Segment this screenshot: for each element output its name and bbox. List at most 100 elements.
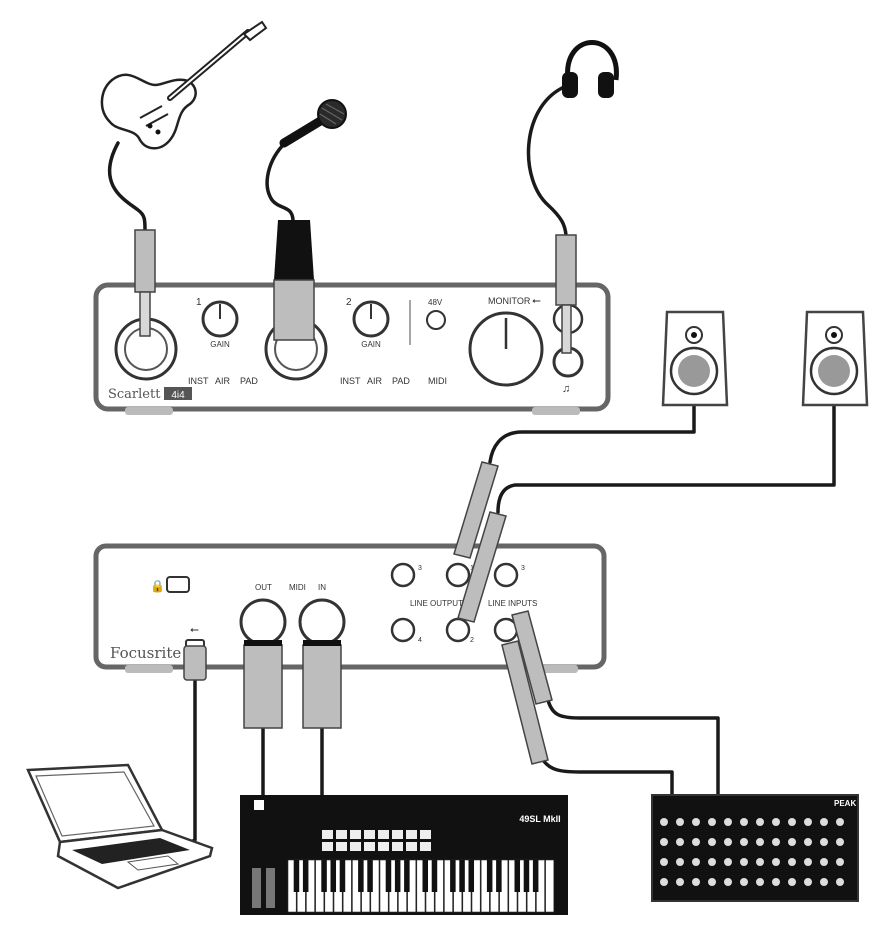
- midi-indicator-label: MIDI: [428, 376, 447, 386]
- black-key: [514, 860, 521, 892]
- synth-knob: [724, 878, 732, 886]
- synth-knob: [708, 838, 716, 846]
- speaker-right-cable: [496, 403, 836, 514]
- gain-label-1: GAIN: [210, 340, 230, 349]
- synth-knob: [772, 818, 780, 826]
- black-key: [532, 860, 539, 892]
- pad-label-1: PAD: [240, 376, 258, 386]
- phantom-power-button[interactable]: [426, 310, 446, 330]
- synth-knob: [820, 858, 828, 866]
- synth-knob: [772, 838, 780, 846]
- synth-knob: [772, 878, 780, 886]
- line-output-1-label: 1: [470, 565, 474, 572]
- black-key: [339, 860, 346, 892]
- pad: [350, 830, 361, 839]
- line-output-2-label: 2: [470, 637, 474, 644]
- pad: [322, 842, 333, 851]
- usb-cable: [183, 678, 197, 847]
- black-key: [404, 860, 410, 892]
- ch1-number: 1: [196, 297, 202, 308]
- synth-knob: [676, 838, 684, 846]
- synth-knob: [692, 878, 700, 886]
- synth-knob: [788, 858, 796, 866]
- pitch-wheel: [252, 868, 261, 908]
- line-output-4-label: 4: [418, 637, 422, 644]
- pad: [364, 842, 375, 851]
- synth-knob: [836, 838, 844, 846]
- ch2-number: 2: [346, 297, 352, 308]
- speaker-right-plug: [457, 511, 507, 623]
- black-key: [468, 860, 475, 892]
- black-key: [459, 860, 465, 892]
- black-key: [431, 860, 438, 892]
- line-output-3[interactable]: [390, 562, 416, 588]
- pad: [392, 830, 403, 839]
- synth-knob: [788, 838, 796, 846]
- black-key: [293, 860, 300, 892]
- synth-knob: [708, 818, 716, 826]
- pad: [406, 830, 417, 839]
- kensington-lock-icon: 🔒: [150, 579, 165, 593]
- midi-in-label: IN: [318, 583, 326, 592]
- microphone-cable: [265, 141, 295, 222]
- midi-out-plug: [243, 640, 283, 729]
- black-key: [422, 860, 429, 892]
- pad-label-2: PAD: [392, 376, 410, 386]
- synth-knob: [740, 818, 748, 826]
- midi-out-port[interactable]: [239, 598, 287, 646]
- air-label-2: AIR: [367, 376, 383, 386]
- synth-knob: [836, 818, 844, 826]
- pad: [336, 830, 347, 839]
- synth-knob: [804, 838, 812, 846]
- synth-plug-a: [511, 610, 553, 705]
- keyboard-keys: [252, 830, 555, 913]
- headphone-plug: [555, 234, 577, 354]
- monitor-label: MONITOR: [488, 296, 531, 306]
- synth-knob: [708, 858, 716, 866]
- synth-knob: [820, 818, 828, 826]
- kensington-slot: [166, 576, 190, 593]
- xlr-plug: [273, 220, 315, 341]
- line-output-1[interactable]: [445, 562, 471, 588]
- synth-knob: [660, 818, 668, 826]
- black-key: [302, 860, 309, 892]
- midi-in-port[interactable]: [298, 598, 346, 646]
- synth-knob: [740, 838, 748, 846]
- mod-wheel: [266, 868, 275, 908]
- line-input-3[interactable]: [493, 562, 519, 588]
- line-output-4[interactable]: [390, 617, 416, 643]
- white-key: [545, 859, 555, 913]
- midi-out-label: OUT: [255, 583, 272, 592]
- speaker-right-icon: [801, 310, 869, 407]
- synth-plug-b: [501, 640, 549, 765]
- black-key: [486, 860, 493, 892]
- line-output-3-label: 3: [418, 565, 422, 572]
- pad: [350, 842, 361, 851]
- synth-knob: [788, 878, 796, 886]
- air-label-1: AIR: [215, 376, 231, 386]
- line-inputs-label: LINE INPUTS: [488, 599, 537, 608]
- headphone-jack-icon: ♫: [562, 383, 570, 395]
- synth-knob: [708, 878, 716, 886]
- phantom-power-label: 48V: [428, 298, 443, 307]
- black-key: [450, 860, 456, 892]
- synth-knob: [692, 838, 700, 846]
- guitar-icon: [100, 20, 268, 150]
- pad: [406, 842, 417, 851]
- synth-knob: [692, 818, 700, 826]
- midi-in-plug: [302, 640, 342, 729]
- synth-knob: [804, 818, 812, 826]
- pad: [378, 830, 389, 839]
- guitar-cable: [107, 141, 147, 232]
- gain-label-2: GAIN: [361, 340, 381, 349]
- headphone-cable: [526, 86, 568, 237]
- synth-knob: [756, 818, 764, 826]
- synth-knob: [724, 818, 732, 826]
- synthesizer: PEAK: [651, 794, 859, 902]
- black-key: [321, 860, 327, 892]
- black-key: [367, 860, 373, 892]
- synth-knobs: [660, 818, 844, 886]
- synth-knob: [804, 878, 812, 886]
- synth-knob: [820, 878, 828, 886]
- line-output-2[interactable]: [445, 617, 471, 643]
